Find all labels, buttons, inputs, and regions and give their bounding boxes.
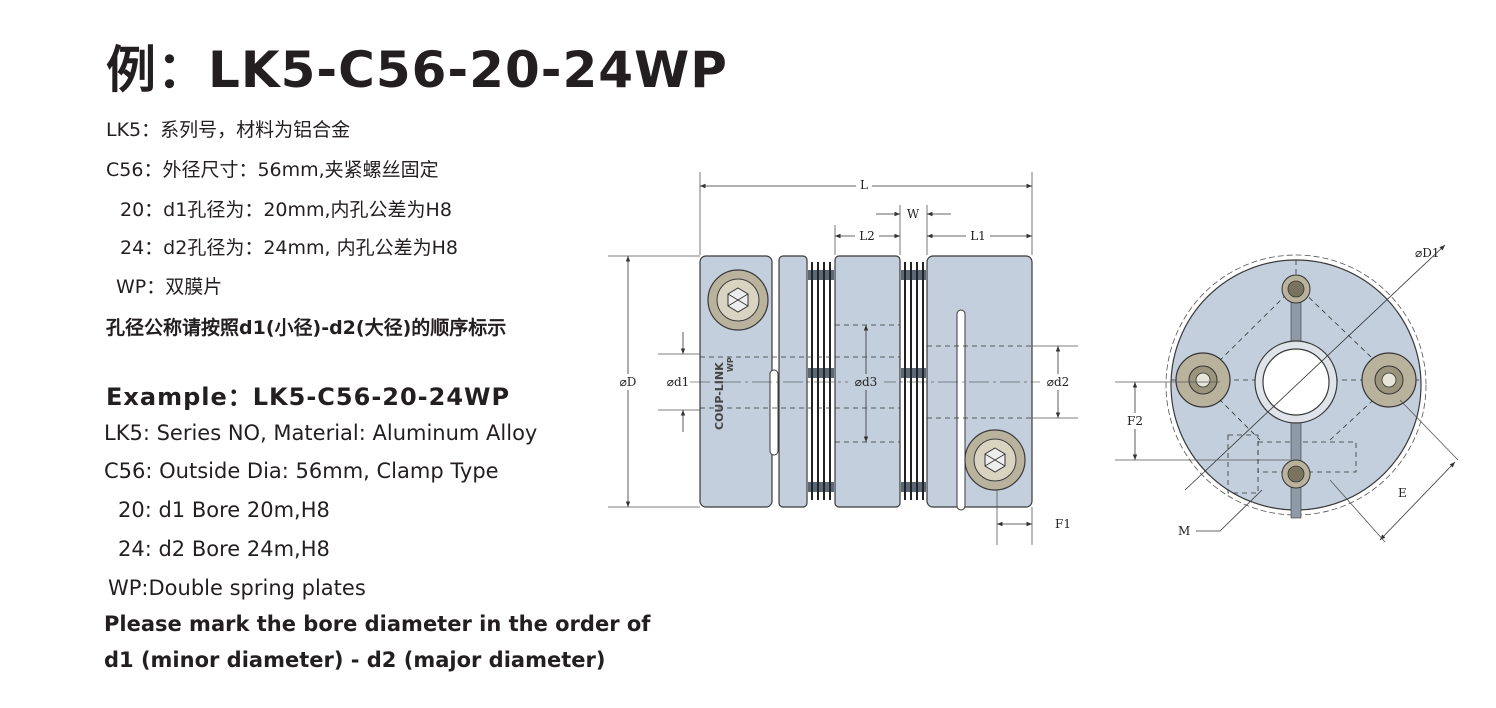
cn-spec-d1: 20：d1孔径为：20mm,内孔公差为H8 <box>120 199 452 221</box>
en-ordering-note-2: d1 (minor diameter) - d2 (major diameter… <box>104 648 606 672</box>
en-spec-plates: WP:Double spring plates <box>108 576 366 600</box>
cn-spec-outside-dia: C56：外径尺寸：56mm,夹紧螺丝固定 <box>106 159 439 181</box>
cn-spec-series: LK5：系列号，材料为铝合金 <box>106 119 351 141</box>
en-spec-d1: 20: d1 Bore 20m,H8 <box>118 498 330 522</box>
dim-d2: ⌀d2 <box>1047 375 1070 389</box>
en-spec-d2: 24: d2 Bore 24m,H8 <box>118 537 330 561</box>
spring-plates-right <box>901 262 926 500</box>
cn-spec-d2: 24：d2孔径为：24mm, 内孔公差为H8 <box>120 237 458 259</box>
dim-d3: ⌀d3 <box>855 375 878 389</box>
front-screw-bottom <box>1281 459 1311 489</box>
en-spec-series: LK5: Series NO, Material: Aluminum Alloy <box>104 421 538 445</box>
spring-plates-left <box>808 262 834 500</box>
dim-L2: L2 <box>859 229 875 243</box>
dim-W: W <box>907 207 920 221</box>
center-bore <box>1262 348 1330 416</box>
dim-F2: F2 <box>1127 414 1143 428</box>
example-title: Example：LK5-C56-20-24WP <box>106 383 511 411</box>
front-view-drawing: ⌀D1 F2 E M <box>1115 244 1459 543</box>
en-spec-outside-dia: C56: Outside Dia: 56mm, Clamp Type <box>104 459 499 483</box>
front-screw-right <box>1361 352 1417 408</box>
clamp-screw-left <box>707 269 769 331</box>
dim-L: L <box>860 178 868 192</box>
dim-L1: L1 <box>970 229 986 243</box>
front-screw-left <box>1175 352 1231 408</box>
dim-D1: ⌀D1 <box>1415 246 1439 260</box>
dim-E: E <box>1398 486 1407 500</box>
page-title: 例：LK5-C56-20-24WP <box>106 41 728 99</box>
cn-spec-plates: WP：双膜片 <box>116 276 223 298</box>
dim-F1: F1 <box>1055 517 1071 531</box>
dim-D: ⌀D <box>620 375 637 389</box>
left-clamp <box>778 255 808 508</box>
dim-M: M <box>1178 524 1190 538</box>
en-ordering-note-1: Please mark the bore diameter in the ord… <box>104 612 651 636</box>
front-screw-top <box>1281 274 1311 304</box>
side-view-drawing: L W L2 L1 ⌀D <box>608 172 1078 545</box>
cn-ordering-note: 孔径公称请按照d1(小径)-d2(大径)的顺序标示 <box>106 317 507 339</box>
brand-logo: COUP-LINK <box>713 362 726 430</box>
clamp-screw-right <box>964 429 1026 491</box>
dim-d1: ⌀d1 <box>667 375 690 389</box>
brand-logo-sub: WP <box>726 357 735 372</box>
